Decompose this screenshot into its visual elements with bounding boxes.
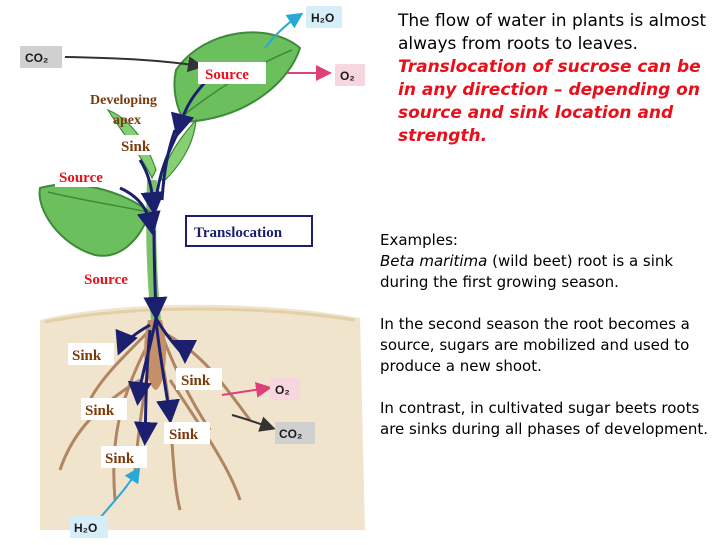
- translocation-emphasis: Translocation of sucrose can be in any d…: [398, 57, 701, 146]
- source-stem-label: Source: [84, 272, 128, 288]
- source-left-leaf-label: Source: [59, 170, 103, 186]
- examples-heading: Examples:: [380, 231, 458, 249]
- water-out-arrow: [264, 12, 304, 49]
- co2-root-label: CO₂: [279, 427, 302, 441]
- source-top-label: Source: [205, 67, 249, 83]
- intro-text: The flow of water in plants is almost al…: [398, 10, 714, 148]
- o2-leaf-label: O₂: [340, 69, 355, 83]
- water-in-arrow: [99, 466, 141, 519]
- sink-root-3: Sink: [85, 403, 115, 419]
- example-3: In contrast, in cultivated sugar beets r…: [380, 399, 709, 438]
- left-leaf: [38, 183, 152, 257]
- sink-apex-label: Sink: [121, 139, 151, 155]
- o2-root-label: O₂: [275, 383, 290, 397]
- developing-apex-line1: Developing: [90, 93, 157, 108]
- translocation-label: Translocation: [194, 225, 283, 241]
- sink-root-1: Sink: [72, 348, 102, 364]
- translocation-box: [185, 215, 313, 247]
- h2o-bottom-label: H₂O: [74, 521, 97, 535]
- sink-root-5: Sink: [105, 451, 135, 467]
- example-1: Beta maritima (wild beet) root is a sink…: [380, 251, 712, 293]
- co2-in-arrow: [64, 56, 204, 73]
- examples-text: Examples: Beta maritima (wild beet) root…: [380, 230, 712, 461]
- example-1-species: Beta maritima: [380, 252, 488, 270]
- developing-apex-line2: apex: [113, 113, 141, 128]
- example-1-rest: (wild beet) root is a sink during the fi…: [380, 252, 674, 291]
- sink-root-2: Sink: [181, 373, 211, 389]
- h2o-top-label: H₂O: [311, 11, 334, 25]
- co2-left-label: CO₂: [25, 51, 48, 65]
- water-flow-text: The flow of water in plants is almost al…: [398, 11, 707, 54]
- co2-root-arrow: [231, 414, 276, 432]
- example-2: In the second season the root becomes a …: [380, 315, 690, 375]
- o2-root-arrow: [221, 381, 272, 398]
- sink-root-4: Sink: [169, 427, 199, 443]
